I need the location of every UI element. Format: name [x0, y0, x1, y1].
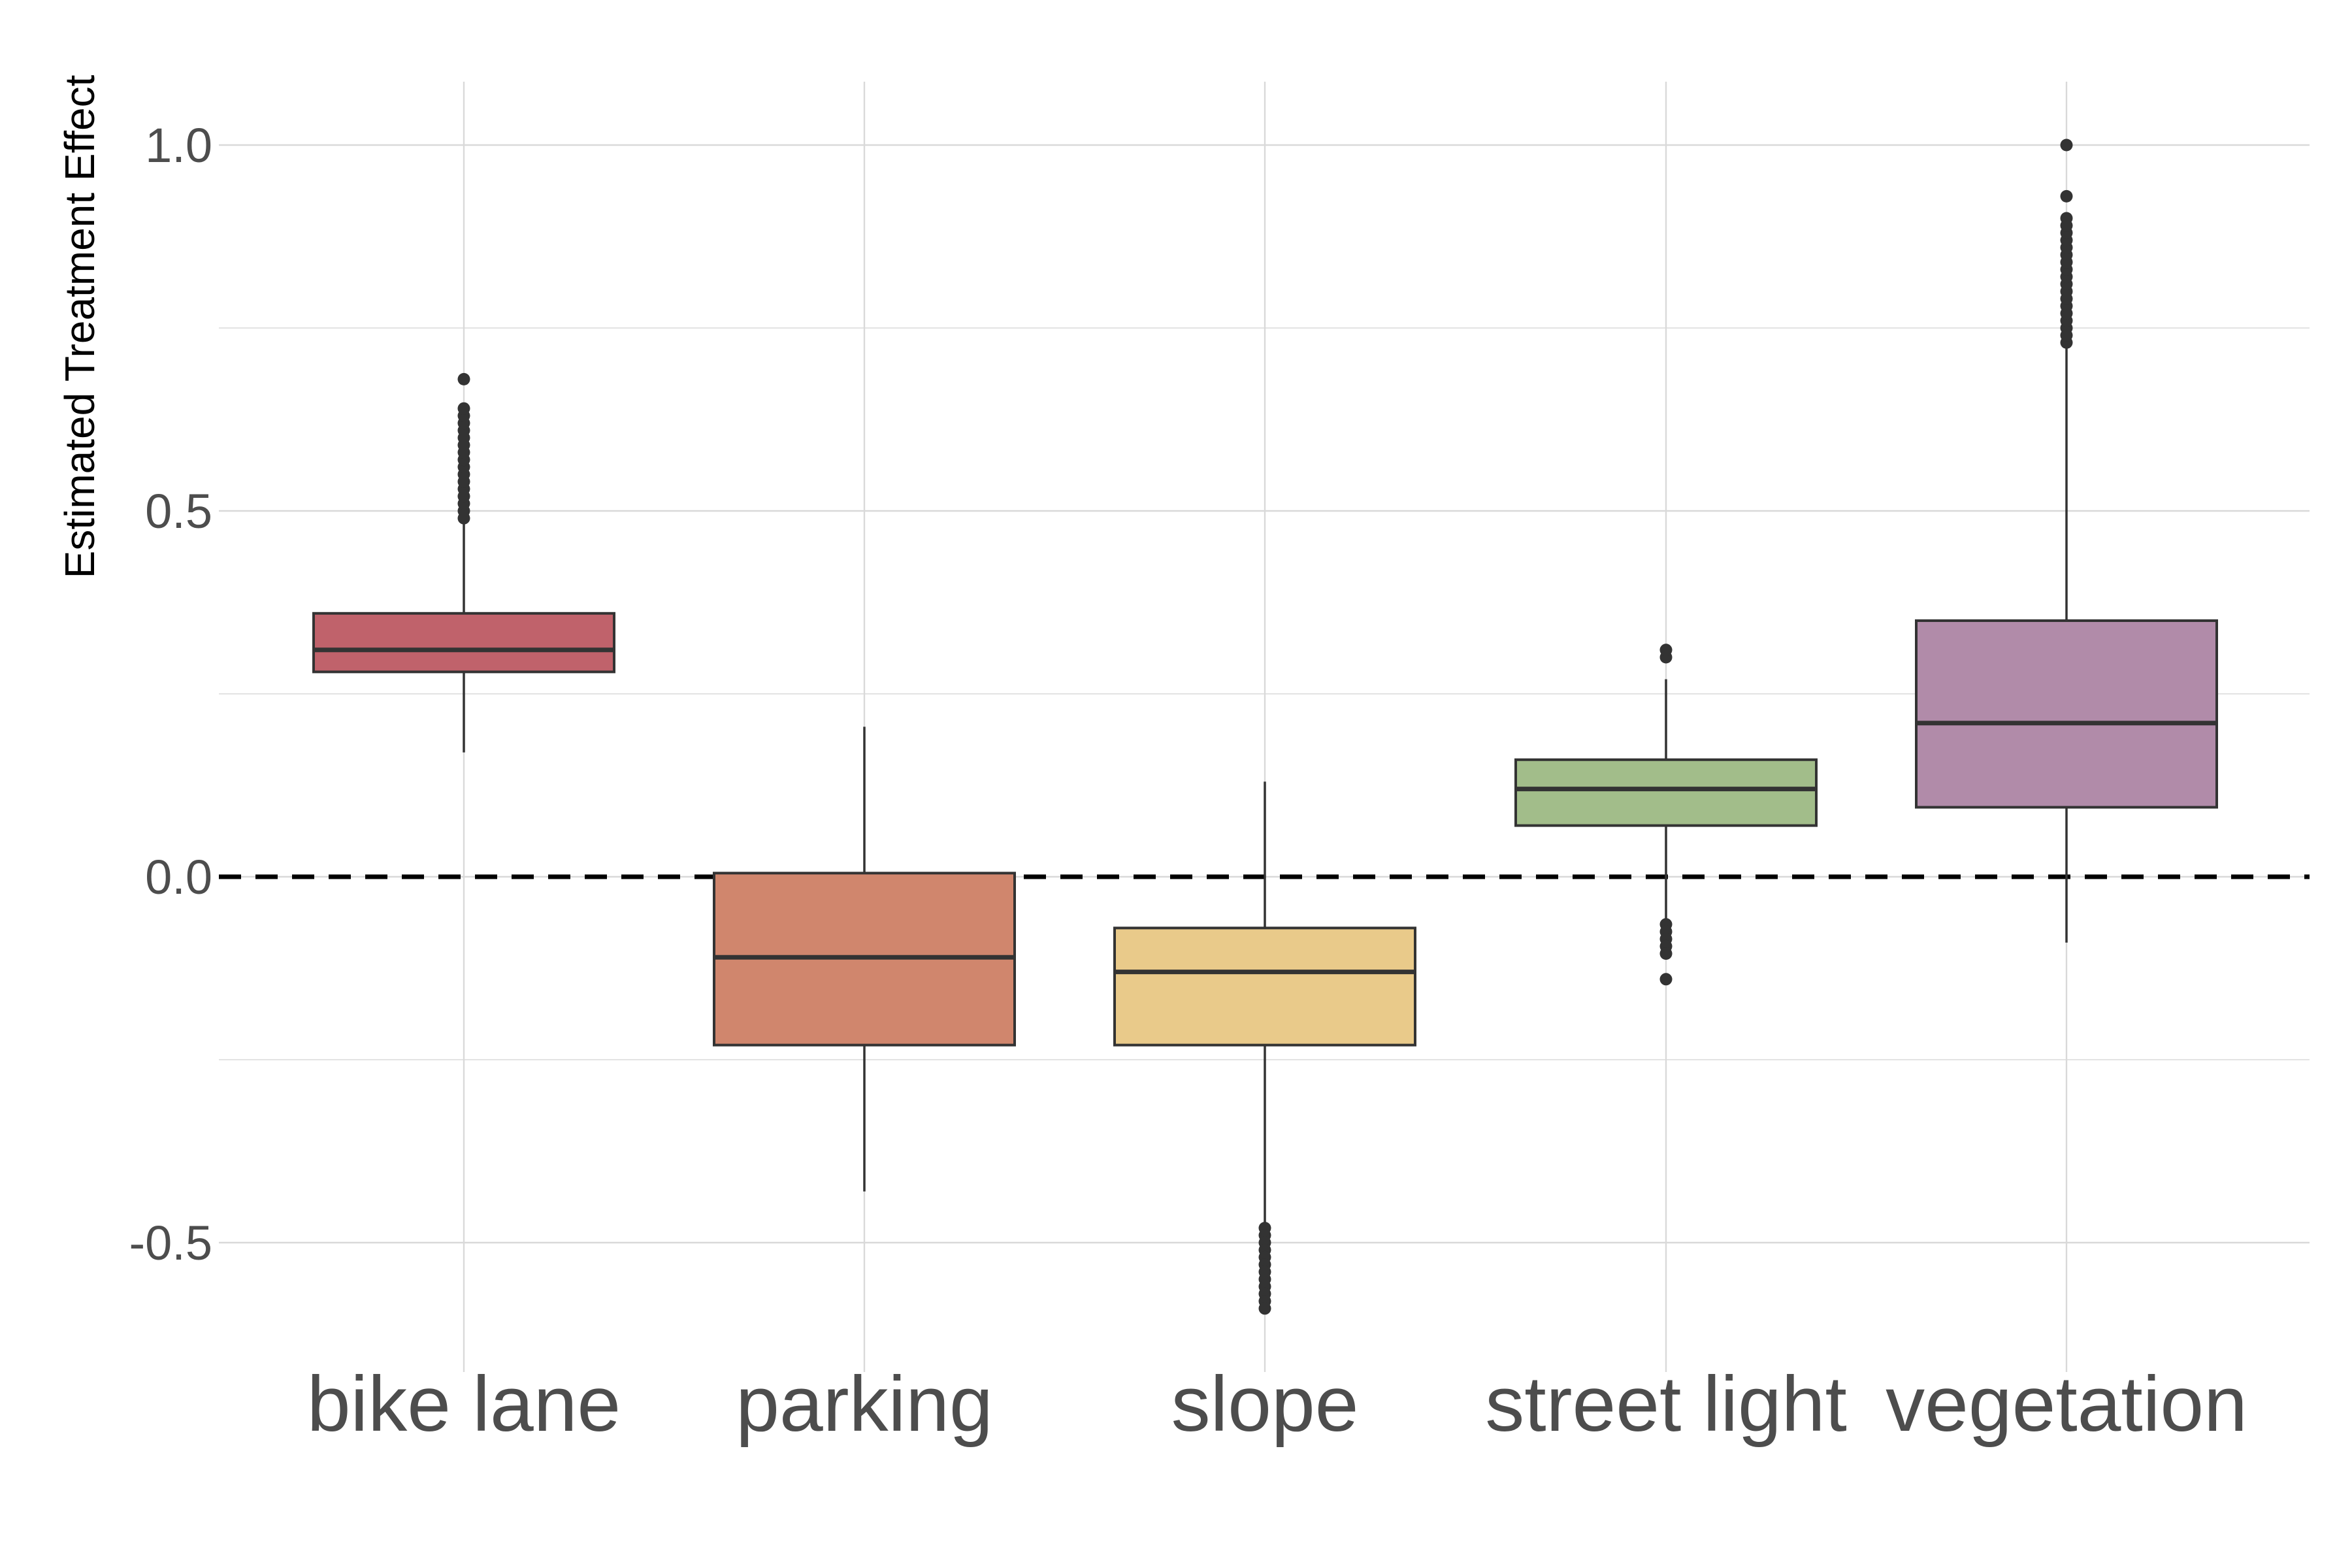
box-body — [1113, 926, 1416, 1047]
y-tick-label: 0.5 — [145, 484, 212, 538]
x-tick-label: vegetation — [1886, 1360, 2247, 1448]
outlier-point — [457, 402, 470, 415]
outlier-point — [1659, 947, 1673, 960]
outlier-point — [1659, 973, 1673, 986]
box-parking — [713, 727, 1016, 1192]
y-tick-label: 1.0 — [145, 118, 212, 172]
box-body — [1915, 619, 2218, 809]
box-body — [1514, 758, 1818, 827]
outlier-point — [1659, 644, 1673, 657]
outlier-point — [2060, 139, 2073, 152]
x-tick-label: bike lane — [307, 1360, 621, 1448]
box-street-light — [1514, 644, 1818, 986]
outlier-point — [2060, 189, 2073, 203]
x-tick-label: parking — [736, 1360, 993, 1448]
y-tick-label: -0.5 — [129, 1216, 212, 1270]
outlier-point — [1258, 1302, 1271, 1315]
x-tick-label: street light — [1485, 1360, 1847, 1448]
box-body — [312, 612, 615, 674]
outlier-point — [2060, 212, 2073, 225]
box-slope — [1113, 781, 1416, 1315]
box-bike-lane — [312, 372, 615, 753]
axis-layer: -0.5 0.0 0.5 1.0 bike lane parking slope street… — [129, 118, 2247, 1448]
outlier-point — [457, 372, 470, 385]
x-tick-label: slope — [1171, 1360, 1359, 1448]
box-vegetation — [1915, 139, 2218, 943]
boxes-layer — [312, 139, 2218, 1315]
y-axis-label: Estimated Treatment Effect — [56, 74, 103, 578]
y-tick-label: 0.0 — [145, 850, 212, 904]
